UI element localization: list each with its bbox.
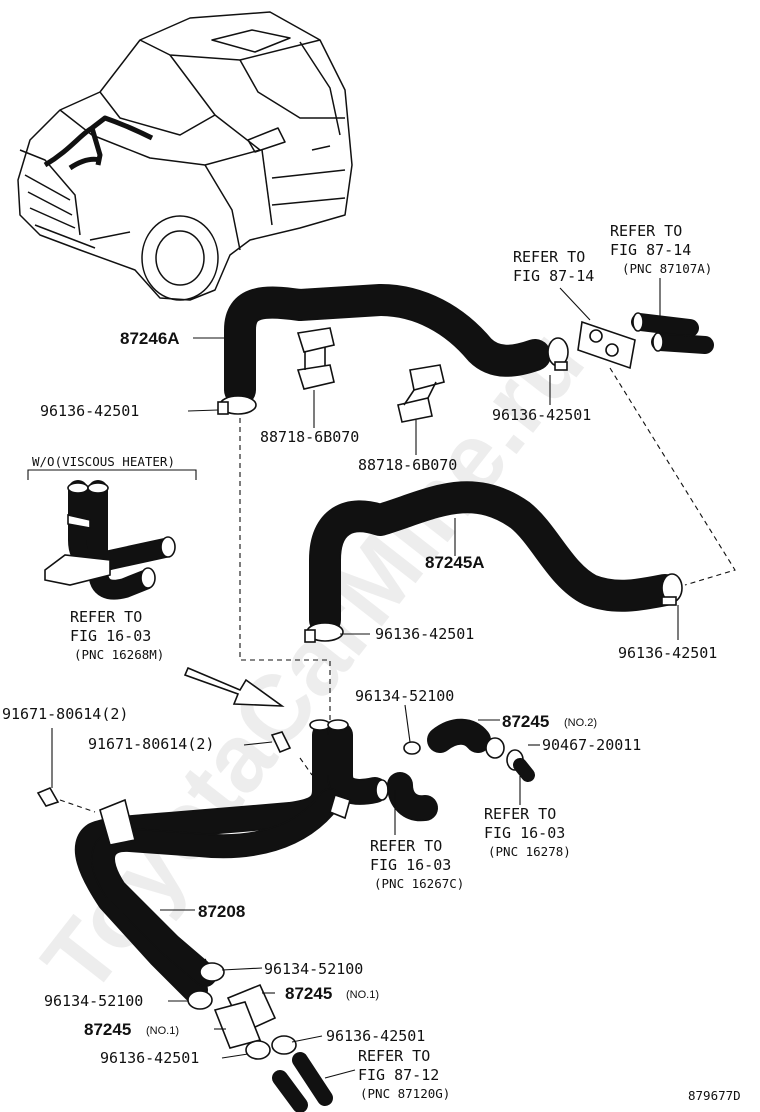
ref-refer-to-d: REFER TO [484, 805, 556, 823]
clamp-96136-42501-d[interactable] [661, 573, 683, 606]
label-no1-left: (NO.1) [146, 1025, 179, 1037]
label-96134-52100-top: 96134-52100 [355, 687, 454, 705]
clamp-96134-52100-a[interactable] [199, 962, 225, 982]
variant-pipe [44, 480, 176, 600]
ref-pnc-87120G: (PNC 87120G) [360, 1086, 450, 1101]
label-87245-no1-right: 87245 [285, 984, 332, 1003]
label-96136-42501-e: 96136-42501 [326, 1027, 425, 1045]
label-96136-42501-d: 96136-42501 [618, 644, 717, 662]
ref-refer-to-a: REFER TO [513, 248, 585, 266]
label-90467-20011: 90467-20011 [542, 736, 641, 754]
hose-87245-no1-left[interactable] [213, 1001, 262, 1049]
leader-lines [51, 278, 679, 1079]
plug-90467-20011[interactable] [485, 737, 535, 782]
clamp-96136-42501-f[interactable] [245, 1040, 271, 1060]
ref-refer-to-c: REFER TO [70, 608, 142, 626]
hose-87245A[interactable] [309, 481, 681, 636]
label-96136-42501-f: 96136-42501 [100, 1049, 199, 1067]
bolt-91671-80614-a[interactable] [270, 731, 292, 754]
ref-fig-16-03-c: FIG 16-03 [370, 856, 451, 874]
ref-pnc-16278: (PNC 16278) [488, 844, 571, 859]
figure-id: 879677D [688, 1088, 741, 1103]
vehicle-illustration [17, 11, 353, 301]
label-88718-6B070-a: 88718-6B070 [260, 428, 359, 446]
label-91671-80614-top-left: 91671-80614(2) [2, 705, 128, 723]
label-no1-right: (NO.1) [346, 989, 379, 1001]
label-87246A: 87246A [120, 329, 180, 348]
ref-refer-to-f: REFER TO [358, 1047, 430, 1065]
label-96134-52100-a: 96134-52100 [264, 960, 363, 978]
label-96134-52100-b: 96134-52100 [44, 992, 143, 1010]
clamp-96136-42501-a[interactable] [217, 395, 257, 415]
clamp-88718-6B070-a[interactable] [296, 327, 335, 390]
clamp-96134-52100-b[interactable] [187, 990, 213, 1010]
label-no2: (NO.2) [564, 717, 597, 729]
label-96136-42501-b: 96136-42501 [492, 406, 591, 424]
clamp-96136-42501-c[interactable] [304, 622, 344, 643]
outlet-pipes-fig87-12 [272, 1052, 333, 1112]
variant-bracket [27, 469, 197, 480]
label-87245-no2: 87245 [502, 712, 549, 731]
label-96136-42501-c: 96136-42501 [375, 625, 474, 643]
ref-fig-16-03-a: FIG 16-03 [70, 627, 151, 645]
ref-fig-87-14-a: FIG 87-14 [513, 267, 594, 285]
ref-refer-to-e: REFER TO [370, 837, 442, 855]
hose-87245-no2[interactable] [403, 718, 491, 755]
ref-fig-87-14-b: FIG 87-14 [610, 241, 691, 259]
clamp-96136-42501-b[interactable] [547, 337, 569, 371]
label-88718-6B070-b: 88718-6B070 [358, 456, 457, 474]
ref-fig-16-03-b: FIG 16-03 [484, 824, 565, 842]
variant-label: W/O(VISCOUS HEATER) [32, 454, 175, 469]
ref-pnc-16268M: (PNC 16268M) [74, 647, 164, 662]
ref-fig-87-12: FIG 87-12 [358, 1066, 439, 1084]
pipe-87208[interactable] [74, 719, 389, 1003]
label-91671-80614-mid: 91671-80614(2) [88, 735, 214, 753]
direction-arrow [183, 666, 285, 707]
ref-pnc-87107A: (PNC 87107A) [622, 261, 712, 276]
clamp-96136-42501-e[interactable] [271, 1035, 297, 1055]
label-87245-no1-left: 87245 [84, 1020, 131, 1039]
hose-87246A[interactable] [224, 284, 551, 406]
ref-pnc-16267C: (PNC 16267C) [374, 876, 464, 891]
label-96136-42501-a: 96136-42501 [40, 402, 139, 420]
heater-pipe-fig16 [387, 772, 438, 822]
label-87208: 87208 [198, 902, 245, 921]
bolt-91671-80614-b[interactable] [36, 786, 60, 807]
connector-plate [577, 312, 714, 370]
ref-refer-to-b: REFER TO [610, 222, 682, 240]
label-87245A: 87245A [425, 553, 485, 572]
clamp-88718-6B070-b[interactable] [397, 364, 445, 423]
labels: 87246A 96136-42501 88718-6B070 88718-6B0… [2, 222, 741, 1103]
